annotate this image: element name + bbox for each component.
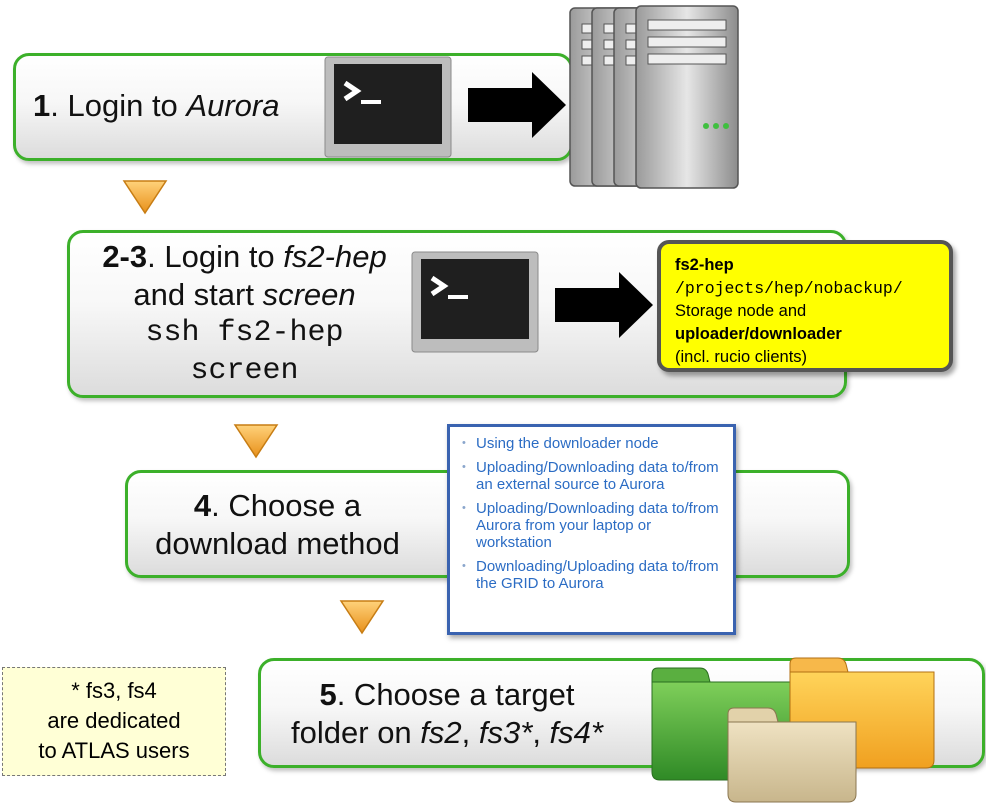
step-5-number: 5 [319, 677, 337, 712]
terminal-icon [324, 56, 452, 158]
step-2-number: 2-3 [102, 239, 148, 274]
atlas-note: * fs3, fs4 are dedicated to ATLAS users [2, 667, 226, 776]
screen-command: screen [190, 354, 299, 388]
terminal-icon [411, 251, 539, 353]
chevron-down-icon [233, 424, 279, 459]
fs2-hep-callout: fs2-hep /projects/hep/nobackup/ Storage … [657, 240, 953, 372]
ssh-command: ssh fs2-hep [145, 316, 344, 350]
callout-title: fs2-hep [675, 256, 734, 274]
chevron-down-icon [122, 180, 168, 215]
step-1-number: 1 [33, 88, 51, 123]
download-methods-panel: Using the downloader node Uploading/Down… [447, 424, 736, 635]
right-arrow-icon [555, 272, 653, 338]
step-1-label: 1. Login to Aurora [33, 88, 280, 123]
callout-path: /projects/hep/nobackup/ [675, 279, 903, 298]
chevron-down-icon [339, 600, 385, 635]
method-link[interactable]: Uploading/Downloading data to/from an ex… [462, 459, 723, 493]
step-4-number: 4 [193, 488, 212, 523]
right-arrow-icon [468, 72, 566, 138]
method-link[interactable]: Downloading/Uploading data to/from the G… [462, 558, 723, 592]
folder-icon [651, 657, 935, 803]
step-5-label: 5. Choose a target folder on fs2, fs3*, … [291, 677, 603, 750]
method-link[interactable]: Uploading/Downloading data to/from Auror… [462, 500, 723, 551]
step-2-label: 2-3. Login to fs2-hep and start screen s… [82, 238, 407, 390]
step-4-label: 4. Choose a download method [155, 488, 400, 561]
method-link[interactable]: Using the downloader node [462, 435, 723, 452]
server-rack-icon [569, 5, 739, 189]
methods-list: Using the downloader node Uploading/Down… [462, 435, 723, 592]
